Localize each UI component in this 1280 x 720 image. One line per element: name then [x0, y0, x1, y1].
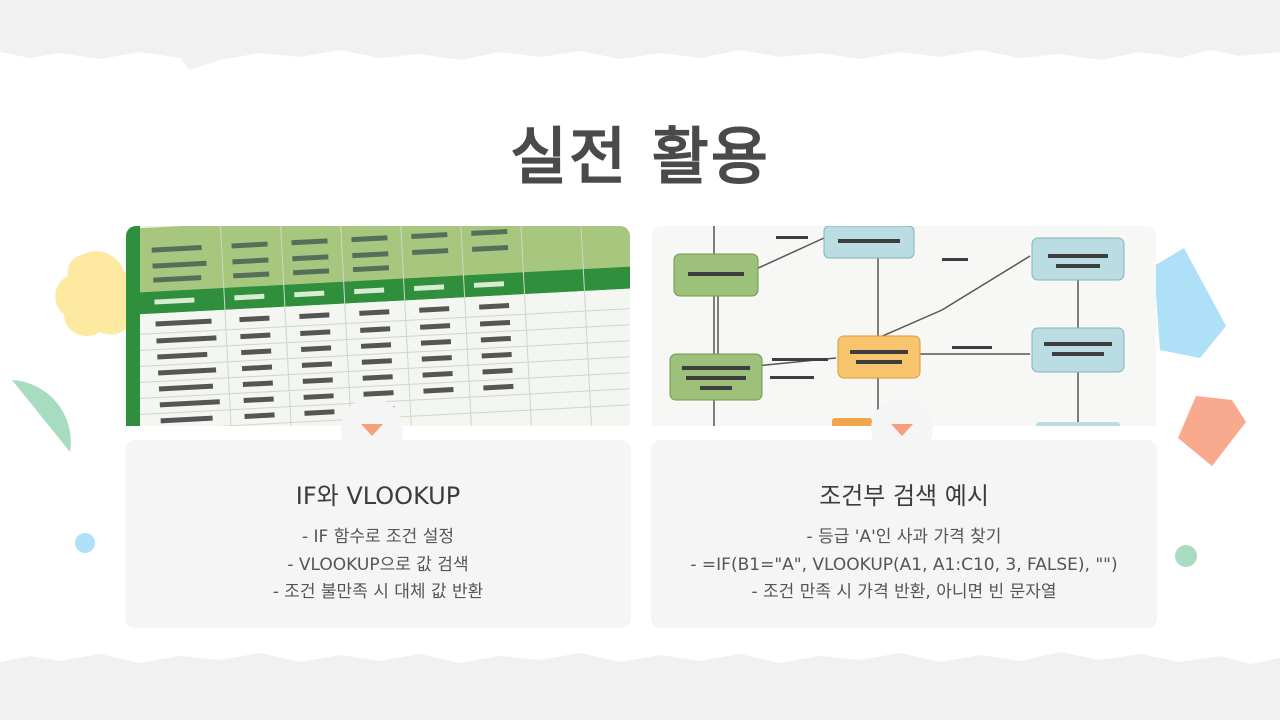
torn-paper-top — [0, 0, 1280, 70]
bullet-line: - VLOOKUP으로 값 검색 — [287, 554, 469, 575]
bullet-line: - 조건 만족 시 가격 반환, 아니면 빈 문자열 — [751, 582, 1057, 602]
deco-green-dot — [1175, 545, 1197, 567]
card-title: 조건부 검색 예시 — [819, 482, 989, 510]
deco-green-halfcircle — [12, 380, 71, 452]
card-bullet-list: - IF 함수로 조건 설정 - VLOOKUP으로 값 검색 - 조건 불만족… — [125, 524, 631, 607]
flowchart-image — [652, 226, 1156, 426]
deco-blue-dot — [75, 533, 95, 553]
chevron-down-icon — [361, 424, 383, 436]
deco-orange-shape — [1178, 396, 1246, 466]
card-bullet-list: - 등급 'A'인 사과 가격 찾기 - =IF(B1="A", VLOOKUP… — [651, 524, 1157, 607]
bullet-line: - =IF(B1="A", VLOOKUP(A1, A1:C10, 3, FAL… — [690, 554, 1118, 575]
bullet-line: - 등급 'A'인 사과 가격 찾기 — [806, 527, 1002, 547]
card-notch — [871, 398, 933, 460]
deco-yellow-blob — [55, 251, 139, 336]
card-conditional-search — [651, 440, 1157, 628]
spreadsheet-image — [126, 226, 630, 426]
bullet-line: - IF 함수로 조건 설정 — [301, 527, 455, 547]
card-if-vlookup — [125, 440, 631, 628]
card-title: IF와 VLOOKUP — [295, 482, 461, 510]
chevron-down-icon — [891, 424, 913, 436]
bullet-line: - 조건 불만족 시 대체 값 반환 — [272, 582, 484, 602]
card-notch — [341, 398, 403, 460]
slide-title: 실전 활용 — [510, 120, 770, 193]
torn-paper-bottom — [0, 652, 1280, 720]
deco-blue-shape — [1154, 248, 1226, 358]
